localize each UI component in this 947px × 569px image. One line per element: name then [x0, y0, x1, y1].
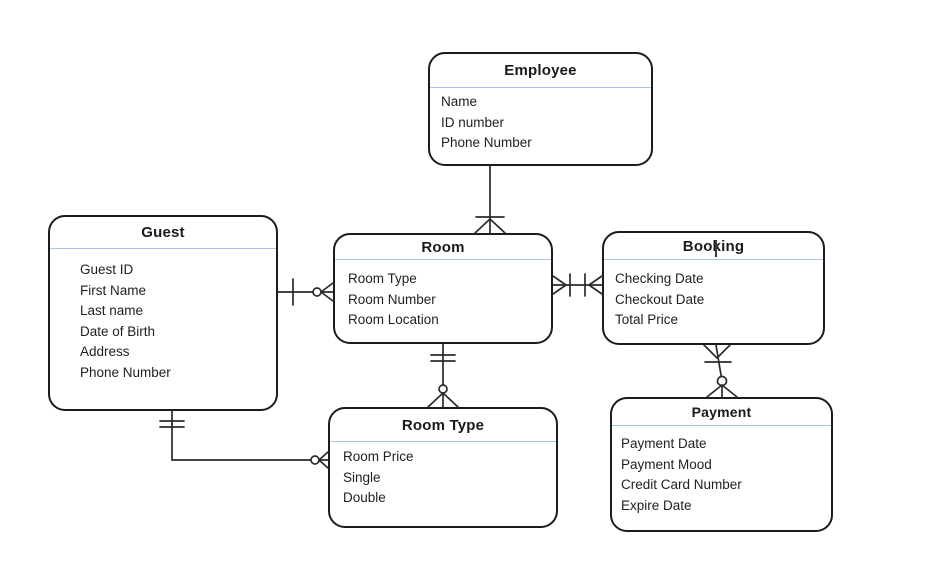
attribute: Total Price: [615, 312, 679, 327]
connector-guest-roomtype: [159, 410, 329, 469]
text-cursor: [715, 240, 717, 257]
attribute: Checkout Date: [615, 291, 705, 307]
connector-room-roomtype: [427, 343, 459, 408]
attribute: Address: [80, 344, 130, 359]
attribute: Expire Date: [621, 497, 692, 513]
attribute: Double: [343, 490, 386, 505]
connector-employee-room: [474, 165, 506, 234]
entity-guest[interactable]: Guest Guest ID First Name Last name Date…: [48, 215, 278, 411]
entity-title: Guest: [50, 217, 276, 249]
connector-room-booking: [552, 273, 603, 297]
attribute: ID number: [441, 114, 505, 130]
attribute: Single: [343, 469, 381, 485]
entity-attributes: Checking Date Checkout Date Total Price: [604, 260, 823, 331]
attribute: Name: [441, 94, 478, 109]
entity-attributes: Payment Date Payment Mood Credit Card Nu…: [612, 426, 831, 516]
attribute: First Name: [80, 282, 147, 298]
attribute: Last name: [80, 303, 144, 318]
entity-room[interactable]: Room Room Type Room Number Room Location: [333, 233, 553, 344]
entity-attributes: Room Type Room Number Room Location: [335, 260, 551, 331]
entity-employee[interactable]: Employee Name ID number Phone Number: [428, 52, 653, 166]
attribute: Date of Birth: [80, 323, 156, 339]
entity-booking[interactable]: Booking Checking Date Checkout Date Tota…: [602, 231, 825, 345]
connector-guest-room: [277, 278, 334, 306]
attribute: Phone Number: [441, 135, 532, 150]
connector-booking-payment: [703, 344, 738, 398]
attribute: Guest ID: [80, 262, 134, 277]
entity-title: Booking: [604, 233, 823, 260]
attribute: Room Number: [348, 291, 436, 307]
entity-title: Room: [335, 235, 551, 260]
entity-attributes: Name ID number Phone Number: [430, 88, 651, 154]
attribute: Room Price: [343, 449, 414, 464]
entity-title: Employee: [430, 54, 651, 88]
attribute: Credit Card Number: [621, 477, 742, 492]
entity-title: Payment: [612, 399, 831, 426]
entity-attributes: Room Price Single Double: [330, 442, 556, 509]
attribute: Room Location: [348, 312, 439, 327]
attribute: Room Type: [348, 271, 417, 286]
attribute: Payment Mood: [621, 456, 712, 472]
entity-attributes: Guest ID First Name Last name Date of Bi…: [50, 249, 276, 383]
entity-payment[interactable]: Payment Payment Date Payment Mood Credit…: [610, 397, 833, 532]
attribute: Checking Date: [615, 271, 704, 286]
entity-room-type[interactable]: Room Type Room Price Single Double: [328, 407, 558, 528]
attribute: Phone Number: [80, 364, 171, 380]
attribute: Payment Date: [621, 436, 707, 451]
entity-title: Room Type: [330, 409, 556, 442]
